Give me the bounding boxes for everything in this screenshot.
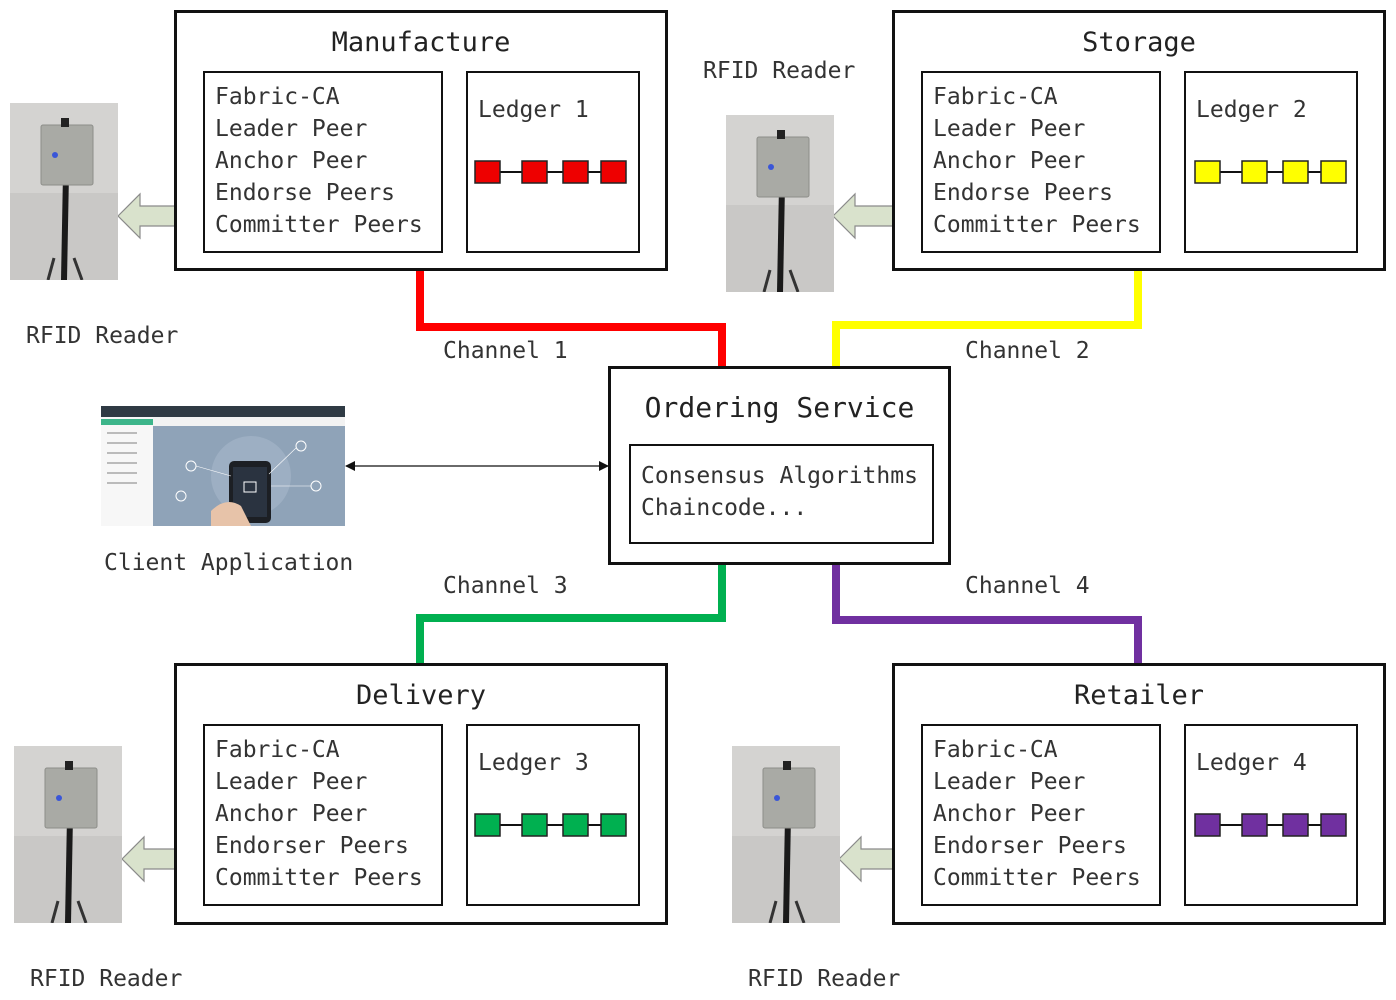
ledger-box: Ledger 2 [1184, 71, 1358, 253]
role-committer-peers: Committer Peers [933, 865, 1141, 891]
rfid-reader-label: RFID Reader [703, 58, 856, 84]
chaincode: Chaincode... [641, 495, 808, 521]
role-endorse-peers: Endorse Peers [215, 180, 396, 206]
peer-roles-box: Fabric-CA Leader Peer Anchor Peer Endors… [921, 724, 1161, 906]
role-leader-peer: Leader Peer [933, 769, 1086, 795]
rfid-reader-photo [14, 746, 122, 923]
role-endorse-peers: Endorse Peers [933, 180, 1114, 206]
ledger-box: Ledger 3 [466, 724, 640, 906]
org-title: Retailer [1073, 680, 1205, 711]
org-storage: Storage Fabric-CA Leader Peer Anchor Pee… [892, 10, 1386, 271]
channel-1-label: Channel 1 [443, 338, 568, 364]
role-fabric-ca: Fabric-CA [933, 84, 1058, 110]
role-committer-peers: Committer Peers [933, 212, 1141, 238]
role-leader-peer: Leader Peer [215, 116, 368, 142]
role-anchor-peer: Anchor Peer [215, 801, 368, 827]
consensus-algorithms: Consensus Algorithms [641, 463, 918, 489]
role-anchor-peer: Anchor Peer [933, 148, 1086, 174]
channel-4-label: Channel 4 [965, 573, 1090, 599]
org-title: Manufacture [331, 27, 511, 58]
ordering-service-box: Ordering Service Consensus Algorithms Ch… [608, 366, 951, 565]
ledger-chain [1194, 160, 1347, 184]
channel-2-line [832, 268, 1142, 368]
channel-4-line [832, 562, 1142, 665]
role-anchor-peer: Anchor Peer [933, 801, 1086, 827]
channel-1-line [416, 268, 726, 368]
channel-3-line [416, 562, 726, 665]
ledger-chain [474, 813, 627, 837]
role-leader-peer: Leader Peer [215, 769, 368, 795]
ledger-box: Ledger 1 [466, 71, 640, 253]
ordering-inner-box: Consensus Algorithms Chaincode... [629, 444, 934, 544]
org-delivery: Delivery Fabric-CA Leader Peer Anchor Pe… [174, 663, 668, 925]
role-fabric-ca: Fabric-CA [215, 84, 340, 110]
org-title: Storage [1082, 27, 1196, 58]
org-retailer: Retailer Fabric-CA Leader Peer Anchor Pe… [892, 663, 1386, 925]
org-manufacture: Manufacture Fabric-CA Leader Peer Anchor… [174, 10, 668, 271]
peer-roles-box: Fabric-CA Leader Peer Anchor Peer Endors… [203, 71, 443, 253]
role-committer-peers: Committer Peers [215, 865, 423, 891]
role-fabric-ca: Fabric-CA [215, 737, 340, 763]
role-endorser-peers: Endorser Peers [215, 833, 409, 859]
ledger-label: Ledger 4 [1196, 750, 1307, 776]
org-title: Delivery [355, 680, 487, 711]
ledger-label: Ledger 2 [1196, 97, 1307, 123]
ledger-chain [1194, 813, 1347, 837]
rfid-reader-label: RFID Reader [26, 323, 179, 349]
role-anchor-peer: Anchor Peer [215, 148, 368, 174]
role-leader-peer: Leader Peer [933, 116, 1086, 142]
client-application-screenshot [101, 406, 345, 526]
rfid-reader-photo [732, 746, 840, 923]
ordering-title: Ordering Service [644, 391, 915, 424]
channel-3-label: Channel 3 [443, 573, 568, 599]
channel-2-label: Channel 2 [965, 338, 1090, 364]
ledger-chain [474, 160, 627, 184]
client-application-label: Client Application [104, 550, 354, 576]
peer-roles-box: Fabric-CA Leader Peer Anchor Peer Endors… [203, 724, 443, 906]
rfid-reader-photo [10, 103, 118, 280]
rfid-reader-label: RFID Reader [30, 966, 183, 992]
peer-roles-box: Fabric-CA Leader Peer Anchor Peer Endors… [921, 71, 1161, 253]
ledger-box: Ledger 4 [1184, 724, 1358, 906]
role-fabric-ca: Fabric-CA [933, 737, 1058, 763]
ledger-label: Ledger 1 [478, 97, 589, 123]
rfid-reader-label: RFID Reader [748, 966, 901, 992]
role-endorser-peers: Endorser Peers [933, 833, 1127, 859]
ledger-label: Ledger 3 [478, 750, 589, 776]
role-committer-peers: Committer Peers [215, 212, 423, 238]
rfid-reader-photo [726, 115, 834, 292]
